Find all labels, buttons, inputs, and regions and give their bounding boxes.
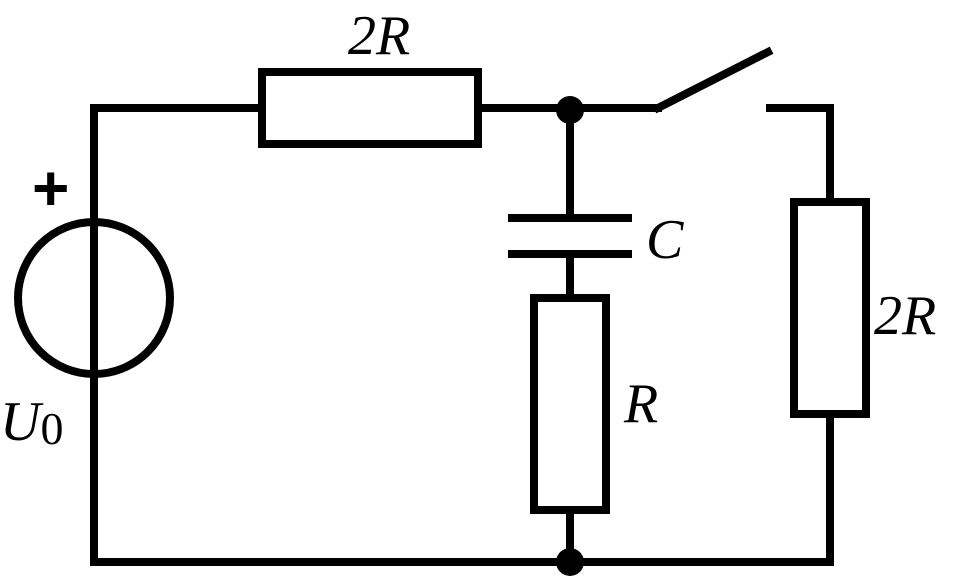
right-resistor-label: 2R xyxy=(874,285,936,347)
switch xyxy=(652,46,774,114)
right-resistor-body xyxy=(790,198,870,418)
right-resistor: 2R xyxy=(790,198,936,418)
middle-resistor-label: R xyxy=(623,373,658,435)
junction-node-top xyxy=(556,96,584,124)
source-label-subscript: 0 xyxy=(40,403,63,454)
switch-blade xyxy=(652,46,774,114)
source-circle xyxy=(14,218,174,378)
top-resistor-label: 2R xyxy=(348,5,410,67)
source-label-name: U xyxy=(0,391,44,453)
top-resistor-body xyxy=(258,68,482,148)
top-resistor: 2R xyxy=(258,5,482,148)
source-polarity-plus: + xyxy=(32,152,69,224)
wires xyxy=(90,104,834,566)
voltage-source: + U0 xyxy=(0,152,174,454)
capacitor: C xyxy=(508,209,684,271)
junction-node-bottom xyxy=(556,548,584,576)
middle-resistor: R xyxy=(530,294,658,514)
middle-resistor-body xyxy=(530,294,610,514)
source-label: U0 xyxy=(0,391,63,454)
capacitor-label: C xyxy=(646,209,684,271)
